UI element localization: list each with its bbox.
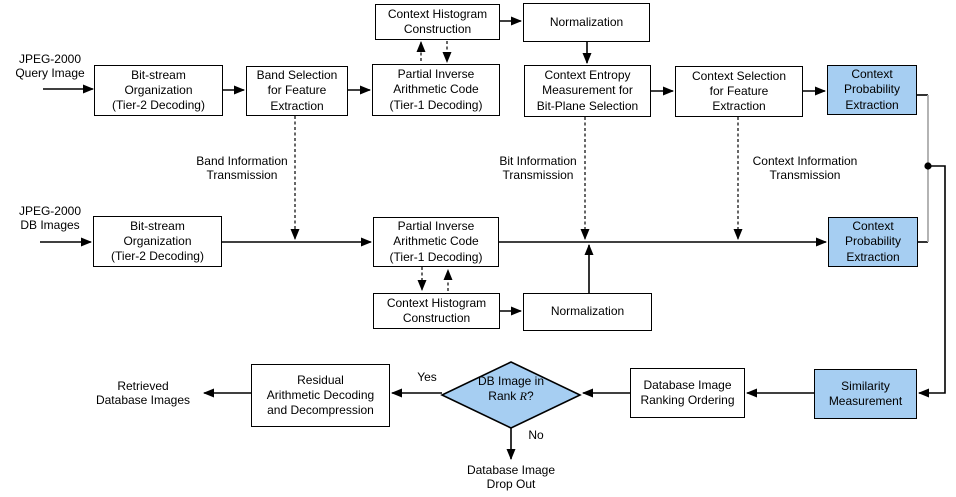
node-normalization-query: Normalization	[523, 3, 650, 42]
label-bit-transmission: Bit Information Transmission	[499, 154, 577, 183]
label-drop-out: Database Image Drop Out	[466, 463, 556, 492]
decision-label: DB Image in Rank R?	[442, 374, 580, 404]
label-band-transmission: Band Information Transmission	[196, 154, 288, 183]
label-retrieved-images: Retrieved Database Images	[95, 379, 191, 408]
merge-junction-dot	[924, 162, 932, 170]
label-yes: Yes	[417, 370, 437, 384]
node-residual-decoding: Residual Arithmetic Decoding and Decompr…	[251, 364, 390, 427]
rank-variable: R	[519, 389, 527, 403]
node-partial-inverse-db: Partial Inverse Arithmetic Code (Tier-1 …	[373, 217, 499, 267]
node-context-histogram-query: Context Histogram Construction	[375, 4, 500, 40]
node-ranking-ordering: Database Image Ranking Ordering	[630, 368, 745, 418]
node-partial-inverse-query: Partial Inverse Arithmetic Code (Tier-1 …	[372, 64, 500, 116]
arrow-junction-to-similarity	[918, 165, 946, 398]
label-no: No	[528, 428, 544, 442]
dashed-arrows	[290, 41, 743, 291]
node-context-probability-db: Context Probability Extraction	[828, 217, 918, 267]
decision-diamond	[440, 361, 582, 429]
node-context-probability-query: Context Probability Extraction	[827, 65, 917, 115]
solid-arrows	[40, 16, 946, 460]
node-similarity-measurement: Similarity Measurement	[814, 369, 917, 419]
node-context-histogram-db: Context Histogram Construction	[373, 293, 500, 329]
decision-label-line2: Rank R?	[488, 389, 534, 403]
node-context-entropy-measurement: Context Entropy Measurement for Bit-Plan…	[524, 65, 651, 117]
node-bitstream-organization-db: Bit-stream Organization (Tier-2 Decoding…	[93, 216, 222, 267]
node-normalization-db: Normalization	[523, 293, 652, 331]
node-context-selection: Context Selection for Feature Extraction	[675, 66, 803, 117]
label-context-transmission: Context Information Transmission	[752, 154, 858, 183]
node-bitstream-organization-query: Bit-stream Organization (Tier-2 Decoding…	[94, 65, 223, 116]
node-band-selection: Band Selection for Feature Extraction	[246, 66, 348, 116]
label-db-input: JPEG-2000 DB Images	[18, 204, 82, 233]
decision-label-line1: DB Image in	[477, 374, 545, 388]
label-query-input: JPEG-2000 Query Image	[15, 52, 85, 81]
